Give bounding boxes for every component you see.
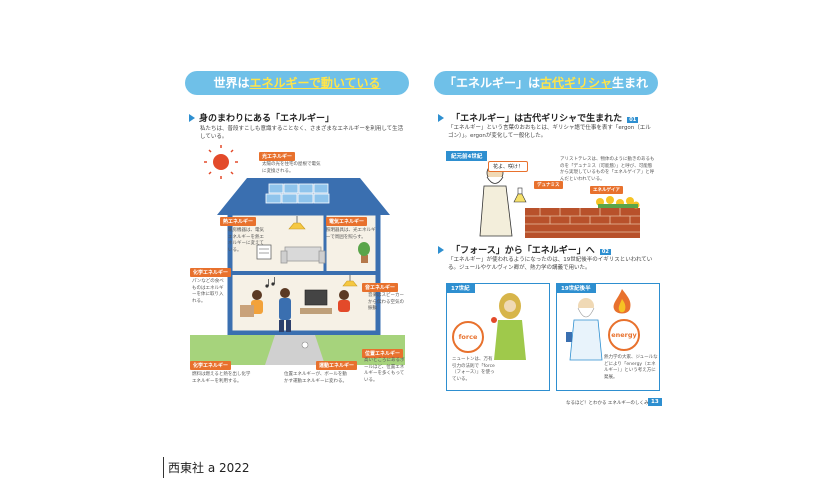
newton-note: ニュートンは、万有引力の法則で「force（フォース）」を使っている。 (452, 357, 495, 382)
person-adult-icon (279, 288, 291, 332)
era-ancient-badge: 紀元前4世紀 (446, 151, 488, 161)
flask-icon (513, 187, 527, 203)
aristotle-illustration (479, 164, 640, 238)
era-17c-badge: 17世紀 (446, 283, 475, 293)
sun-icon (204, 145, 238, 179)
caption-text: 西東社 a 2022 (168, 461, 250, 475)
left-header: 世界はエネルギーで動いている (185, 71, 409, 95)
plant-icon (358, 242, 370, 263)
book-icon (566, 332, 572, 342)
tag-chemical-energy-2: 化学エネルギー (190, 361, 232, 370)
left-section-title: 身のまわりにある「エネルギー」 (189, 111, 334, 124)
section1-badge: 01 (627, 117, 639, 123)
note-heat-energy: 暖房機器は、電気エネルギーを熱エネルギーに変えている。 (228, 228, 264, 253)
brick-wall (525, 208, 640, 238)
heater-icon (256, 244, 272, 260)
speech-bubble: 花よ、咲け！ (488, 161, 529, 172)
tag-heat-energy: 熱エネルギー (220, 217, 257, 226)
aristotle-figure (479, 164, 513, 237)
label-dynamis: デュナミス (534, 181, 563, 189)
aristotle-note: アリストテレスは、物体のように動きのあるものを「デュナミス（可能態）」と呼び、可… (560, 157, 655, 182)
energy-circle: energy (608, 319, 640, 351)
newton-figure (491, 293, 526, 360)
tv-icon (300, 289, 332, 314)
note-light-energy: 太陽の光を住宅の屋根で電気に変換される。 (262, 162, 321, 174)
roof (217, 178, 390, 215)
tag-light-energy: 光エネルギー (259, 152, 296, 161)
sofa-icon (280, 246, 326, 264)
tag-sound-energy: 音エネルギー (362, 283, 399, 292)
caption-divider (163, 457, 164, 478)
note-chemical-energy-1: パンなどの食べものはエネルギーを体に取り入れる。 (192, 279, 224, 304)
era-19c-badge: 19世紀後半 (556, 283, 596, 293)
person-sitting-icon (338, 290, 350, 312)
tag-potential-energy: 位置エネルギー (362, 349, 404, 358)
right-section1-title: 「エネルギー」は古代ギリシャで生まれた 01 (438, 111, 639, 124)
kelvin-figure (566, 298, 603, 361)
note-potential-energy: 高いところにあるボールほど、位置エネルギーを多くもっている。 (364, 358, 405, 383)
note-chemical-energy-2: 燃料は燃えると熱を出し化学エネルギーを利用する。 (192, 372, 251, 384)
tag-electric-energy: 電気エネルギー (326, 217, 368, 226)
section2-badge: 02 (599, 249, 611, 255)
left-intro: 私たちは、普段すこしも意識することなく、さまざまなエネルギーを利用して生活してい… (200, 126, 404, 140)
label-energeia: エネルゲイア (590, 186, 623, 194)
book-footer: なるほど！とわかる エネルギーのしくみ (566, 401, 649, 406)
force-circle: force (452, 321, 484, 353)
kelvin-note: 熱力学の大家、ジュールなどにより「energy（エネルギー）」という考え方に発展… (604, 355, 658, 380)
note-motion-energy: 位置エネルギーが、ボールを動かす運動エネルギーに変わる。 (284, 372, 347, 384)
flame-icon (613, 289, 631, 314)
page-number: 13 (648, 398, 662, 406)
right-section1-body: 「エネルギー」という言葉のおおもとは、ギリシャ語で仕事を表す「ergon（エルゴ… (448, 125, 651, 139)
right-header: 「エネルギー」は古代ギリシャ生まれ (434, 71, 658, 95)
right-section2-body: 「エネルギー」が使われるようになったのは、19世紀後半のイギリスといわれている。… (448, 257, 653, 271)
tag-motion-energy: 運動エネルギー (316, 361, 358, 370)
apple-icon (491, 317, 497, 323)
ball-icon (301, 341, 309, 349)
note-sound-energy: 音楽はスピーカーから伝わる空気の振動 (368, 293, 404, 311)
lamp-icon (288, 216, 306, 230)
music-note-icon (265, 277, 275, 288)
right-section2-title: 「フォース」から「エネルギー」へ 02 (438, 243, 611, 256)
house-illustration (190, 145, 405, 365)
tag-chemical-energy-1: 化学エネルギー (190, 268, 232, 277)
lamp-icon-2 (342, 275, 358, 287)
note-electric-energy: 照明器具は、光エネルギーで周囲を照らす。 (326, 228, 376, 240)
